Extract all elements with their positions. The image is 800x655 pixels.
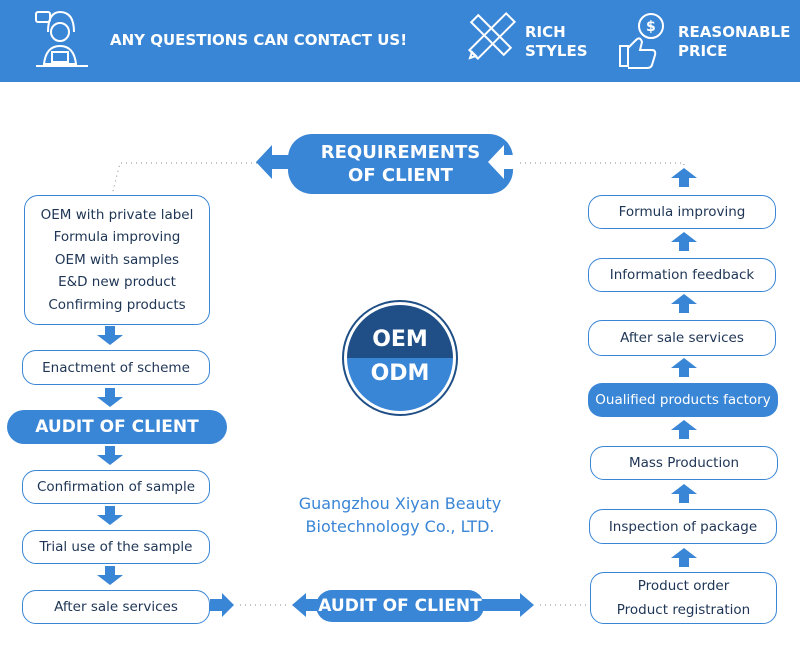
confirmation-of-sample-box: Confirmation of sample (22, 470, 210, 504)
enactment-of-scheme-box: Enactment of scheme (22, 350, 210, 385)
contact-text: ANY QUESTIONS CAN CONTACT US! (110, 31, 408, 49)
customer-support-icon (35, 10, 88, 67)
confirmation-label: Confirmation of sample (36, 479, 196, 495)
audit-of-client-left: AUDIT OF CLIENT (7, 410, 227, 444)
audit-of-client-bottom: AUDIT OF CLIENT (316, 590, 484, 622)
qualified-factory-box: Oualified products factory (588, 383, 778, 417)
mass-label: Mass Production (628, 455, 740, 471)
formula-label: Formula improving (618, 204, 746, 220)
product-order-box: Product order Product registration (590, 572, 777, 624)
mass-production-box: Mass Production (590, 446, 778, 480)
left-arrow-1 (97, 326, 123, 345)
after-sale-right-label: After sale services (620, 330, 744, 346)
top-banner: $ ANY QUESTIONS CAN CONTACT US! RICH STY… (0, 0, 800, 82)
after-sale-left-label: After sale services (54, 599, 178, 615)
req-left-arrow (256, 145, 290, 179)
reasonable-price-label: REASONABLE PRICE (678, 23, 790, 61)
price-line2: PRICE (678, 42, 728, 60)
service-item: Confirming products (48, 296, 186, 313)
requirements-line1: REQUIREMENTS (320, 142, 481, 163)
trial-label: Trial use of the sample (39, 539, 193, 555)
odm-label: ODM (370, 361, 430, 386)
oem-label: OEM (372, 327, 428, 352)
service-item: E&D new product (58, 274, 176, 291)
company-name: Guangzhou Xiyan Beauty Biotechnology Co.… (270, 492, 530, 538)
feedback-label: Information feedback (609, 267, 755, 283)
service-item: OEM with samples (54, 251, 180, 268)
ruler-pencil-icon (467, 11, 517, 61)
svg-text:$: $ (646, 19, 656, 35)
trial-use-box: Trial use of the sample (22, 530, 210, 564)
oem-odm-badge (342, 300, 458, 416)
inspection-of-package-box: Inspection of package (589, 509, 777, 544)
company-line2: Biotechnology Co., LTD. (305, 517, 495, 536)
order-line2: Product registration (616, 602, 751, 618)
order-line1: Product order (637, 578, 730, 594)
formula-improving-box: Formula improving (588, 195, 776, 229)
service-list-box: OEM with private label Formula improving… (24, 195, 210, 325)
rich-line2: STYLES (525, 42, 588, 60)
after-sale-right-box: After sale services (588, 320, 776, 356)
inspection-label: Inspection of package (608, 518, 758, 535)
factory-label: Oualified products factory (595, 392, 771, 408)
service-item: Formula improving (53, 229, 181, 246)
requirements-of-client: REQUIREMENTS OF CLIENT (288, 134, 513, 194)
requirements-line2: OF CLIENT (348, 165, 453, 186)
information-feedback-box: Information feedback (588, 258, 776, 292)
rich-line1: RICH (525, 23, 566, 41)
company-line1: Guangzhou Xiyan Beauty (298, 494, 502, 513)
after-sale-left-box: After sale services (22, 590, 210, 624)
banner-icons: $ (35, 10, 664, 69)
enactment-label: Enactment of scheme (42, 359, 190, 376)
service-item: OEM with private label (40, 206, 194, 223)
rich-styles-label: RICH STYLES (525, 23, 588, 61)
price-line1: REASONABLE (678, 23, 791, 41)
dollar-thumb-icon: $ (619, 13, 664, 69)
